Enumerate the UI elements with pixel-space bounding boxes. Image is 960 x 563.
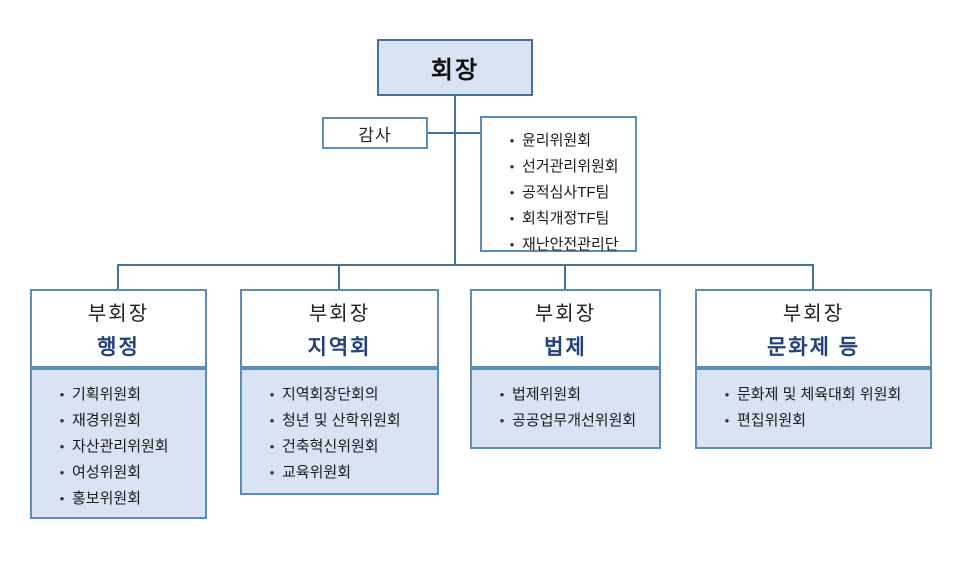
branch-culture-header: 부회장 문화제 등 xyxy=(695,289,932,368)
list-item: • 문화제 및 체육대회 위원회 xyxy=(703,382,924,408)
bullet-icon: • xyxy=(724,387,730,402)
list-item: • 여성위원회 xyxy=(38,460,199,486)
bullet-icon: • xyxy=(59,439,65,454)
chairman-label: 회장 xyxy=(430,57,480,84)
bullet-icon: • xyxy=(269,413,275,428)
auditor-label: 감사 xyxy=(358,125,392,145)
list-item: • 공적심사TF팀 xyxy=(488,180,629,206)
connector-drop-branch3 xyxy=(564,264,566,289)
vice-chairman-title: 부회장 xyxy=(87,302,150,325)
committee-label: 교육위원회 xyxy=(282,464,352,481)
chairman-committees-box: • 윤리위원회 • 선거관리위원회 • 공적심사TF팀 • 회칙개정TF팀 • … xyxy=(480,116,637,253)
list-item: • 재경위원회 xyxy=(38,408,199,434)
bullet-icon: • xyxy=(269,439,275,454)
committee-label: 선거관리위원회 xyxy=(522,158,619,175)
list-item: • 선거관리위원회 xyxy=(488,154,629,180)
branch-culture-list: • 문화제 및 체육대회 위원회 • 편집위원회 xyxy=(695,368,932,449)
committee-label: 홍보위원회 xyxy=(72,490,142,507)
branch-subtitle: 지역회 xyxy=(307,335,372,359)
list-item: • 공공업무개선위원회 xyxy=(478,408,653,434)
bullet-icon: • xyxy=(499,387,505,402)
committee-label: 문화제 및 체육대회 위원회 xyxy=(737,386,902,403)
committee-label: 편집위원회 xyxy=(737,412,807,429)
committee-label: 회칙개정TF팀 xyxy=(522,210,610,227)
connector-chairman-vertical xyxy=(454,96,456,265)
bullet-icon: • xyxy=(269,387,275,402)
auditor-box: 감사 xyxy=(322,117,428,149)
committee-label: 기획위원회 xyxy=(72,386,142,403)
bullet-icon: • xyxy=(509,185,515,200)
connector-main-horizontal xyxy=(117,264,814,266)
bullet-icon: • xyxy=(724,413,730,428)
bullet-icon: • xyxy=(509,211,515,226)
bullet-icon: • xyxy=(509,133,515,148)
branch-legal-header: 부회장 법제 xyxy=(470,289,661,368)
committee-label: 윤리위원회 xyxy=(522,132,592,149)
list-item: • 자산관리위원회 xyxy=(38,434,199,460)
branch-admin-list: • 기획위원회 • 재경위원회 • 자산관리위원회 • 여성위원회 • 홍보위원… xyxy=(30,368,207,519)
bullet-icon: • xyxy=(509,159,515,174)
vice-chairman-title: 부회장 xyxy=(782,302,845,325)
bullet-icon: • xyxy=(59,491,65,506)
committee-label: 재경위원회 xyxy=(72,412,142,429)
bullet-icon: • xyxy=(269,465,275,480)
branch-subtitle: 법제 xyxy=(544,335,587,359)
list-item: • 윤리위원회 xyxy=(488,128,629,154)
branch-regional-header: 부회장 지역회 xyxy=(240,289,439,368)
branch-subtitle: 행정 xyxy=(97,335,140,359)
branch-admin-header: 부회장 행정 xyxy=(30,289,207,368)
committee-label: 여성위원회 xyxy=(72,464,142,481)
connector-auditor-horizontal xyxy=(428,132,480,134)
committee-label: 청년 및 산학위원회 xyxy=(282,412,401,429)
list-item: • 회칙개정TF팀 xyxy=(488,206,629,232)
bullet-icon: • xyxy=(59,413,65,428)
branch-regional-list: • 지역회장단회의 • 청년 및 산학위원회 • 건축혁신위원회 • 교육위원회 xyxy=(240,368,439,495)
list-item: • 홍보위원회 xyxy=(38,486,199,512)
bullet-icon: • xyxy=(509,237,515,252)
connector-drop-branch1 xyxy=(117,264,119,289)
bullet-icon: • xyxy=(59,387,65,402)
committee-label: 공공업무개선위원회 xyxy=(512,412,637,429)
list-item: • 재난안전관리단 xyxy=(488,232,629,258)
committee-label: 공적심사TF팀 xyxy=(522,184,610,201)
list-item: • 지역회장단회의 xyxy=(248,382,431,408)
vice-chairman-title: 부회장 xyxy=(308,302,371,325)
bullet-icon: • xyxy=(59,465,65,480)
committee-label: 법제위원회 xyxy=(512,386,582,403)
connector-drop-branch2 xyxy=(338,264,340,289)
list-item: • 청년 및 산학위원회 xyxy=(248,408,431,434)
chairman-box: 회장 xyxy=(377,39,533,96)
list-item: • 법제위원회 xyxy=(478,382,653,408)
committee-label: 건축혁신위원회 xyxy=(282,438,379,455)
committee-label: 지역회장단회의 xyxy=(282,386,379,403)
list-item: • 교육위원회 xyxy=(248,460,431,486)
vice-chairman-title: 부회장 xyxy=(534,302,597,325)
branch-legal-list: • 법제위원회 • 공공업무개선위원회 xyxy=(470,368,661,449)
connector-drop-branch4 xyxy=(812,264,814,289)
list-item: • 기획위원회 xyxy=(38,382,199,408)
list-item: • 건축혁신위원회 xyxy=(248,434,431,460)
bullet-icon: • xyxy=(499,413,505,428)
committee-label: 재난안전관리단 xyxy=(522,236,619,253)
list-item: • 편집위원회 xyxy=(703,408,924,434)
committee-label: 자산관리위원회 xyxy=(72,438,169,455)
branch-subtitle: 문화제 등 xyxy=(766,335,861,359)
